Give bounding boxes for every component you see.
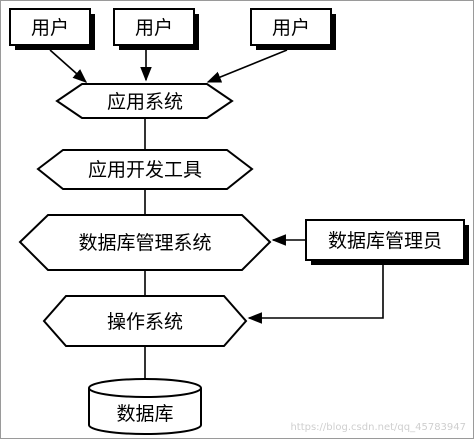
app-system-layer: 应用系统 bbox=[55, 83, 234, 119]
user-box-1: 用户 bbox=[9, 8, 95, 50]
dbms-label: 数据库管理系统 bbox=[78, 232, 211, 254]
arrow-user3-to-app bbox=[206, 49, 288, 83]
dba-box: 数据库管理员 bbox=[305, 219, 469, 265]
app-system-label: 应用系统 bbox=[107, 91, 183, 113]
arrow-dba-to-os bbox=[247, 265, 384, 324]
user-box-1-label: 用户 bbox=[31, 17, 69, 39]
arrow-user1-to-app bbox=[49, 49, 88, 83]
os-layer: 操作系统 bbox=[42, 295, 248, 347]
user-box-3-label: 用户 bbox=[272, 17, 310, 39]
dev-tools-label: 应用开发工具 bbox=[88, 159, 202, 181]
dev-tools-layer: 应用开发工具 bbox=[36, 149, 254, 190]
watermark-text: https://blog.csdn.net/qq_45783947 bbox=[290, 422, 466, 433]
database-cylinder: 数据库 bbox=[88, 378, 202, 435]
user-box-2: 用户 bbox=[113, 8, 199, 50]
user-box-2-label: 用户 bbox=[135, 17, 173, 39]
database-label: 数据库 bbox=[116, 403, 173, 425]
user-box-3: 用户 bbox=[250, 8, 336, 50]
os-label: 操作系统 bbox=[107, 311, 183, 333]
dba-label: 数据库管理员 bbox=[328, 230, 442, 252]
dbms-layer: 数据库管理系统 bbox=[18, 214, 272, 271]
